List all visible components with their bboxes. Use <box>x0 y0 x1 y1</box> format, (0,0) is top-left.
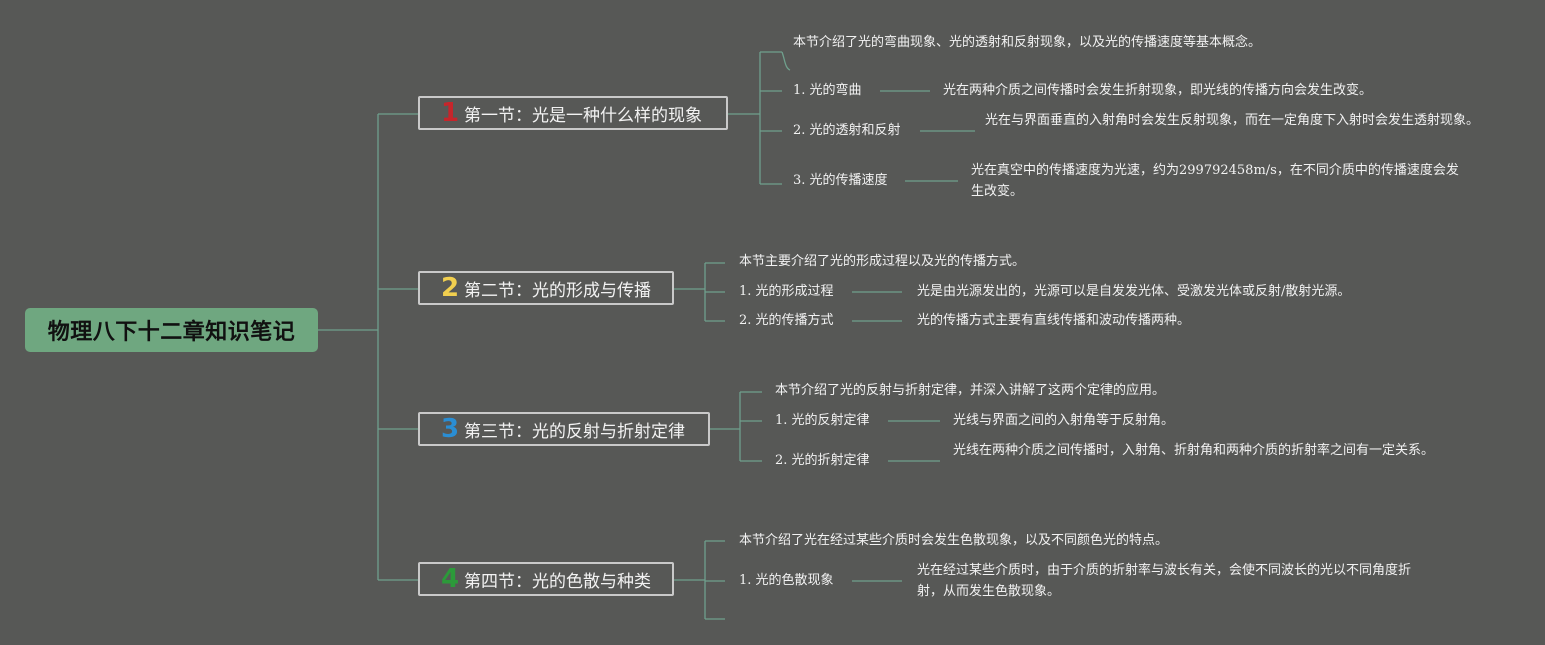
topic-text-1-3: 光在真空中的传播速度为光速，约为299792458m/s，在不同介质中的传播速度… <box>971 163 1459 199</box>
root-title: 物理八下十二章知识笔记 <box>47 320 296 345</box>
root-node[interactable]: 物理八下十二章知识笔记 <box>25 308 318 352</box>
section-node-1[interactable]: 1 第一节：光是一种什么样的现象 <box>418 96 728 130</box>
topic-text-3-2: 光线在两种介质之间传播时，入射角、折射角和两种介质的折射率之间有一定关系。 <box>953 443 1435 458</box>
section-title-4: 第四节：光的色散与种类 <box>464 571 651 592</box>
section-title-1: 第一节：光是一种什么样的现象 <box>464 105 702 126</box>
section-node-2[interactable]: 2 第二节：光的形成与传播 <box>418 271 674 305</box>
section-node-3[interactable]: 3 第三节：光的反射与折射定律 <box>418 412 710 446</box>
section-title-3: 第三节：光的反射与折射定律 <box>464 421 685 442</box>
section-node-4[interactable]: 4 第四节：光的色散与种类 <box>418 562 674 596</box>
topic-label-3-1[interactable]: 1. 光的反射定律 <box>775 413 870 428</box>
topic-text-1-2: 光在与界面垂直的入射角时会发生反射现象，而在一定角度下入射时会发生透射现象。 <box>985 113 1480 128</box>
topic-label-2-1[interactable]: 1. 光的形成过程 <box>739 284 834 299</box>
section-summary-3: 本节介绍了光的反射与折射定律，并深入讲解了这两个定律的应用。 <box>775 383 1166 398</box>
section-summary-1: 本节介绍了光的弯曲现象、光的透射和反射现象，以及光的传播速度等基本概念。 <box>793 35 1262 50</box>
section-number-4: 4 <box>440 564 460 594</box>
section-number-1: 1 <box>440 98 460 128</box>
topic-label-1-3[interactable]: 3. 光的传播速度 <box>793 173 888 188</box>
topic-label-4-1[interactable]: 1. 光的色散现象 <box>739 573 834 588</box>
topic-label-1-2[interactable]: 2. 光的透射和反射 <box>793 123 901 138</box>
topic-label-3-2[interactable]: 2. 光的折射定律 <box>775 453 870 468</box>
topic-label-2-2[interactable]: 2. 光的传播方式 <box>739 313 834 328</box>
section-summary-4: 本节介绍了光在经过某些介质时会发生色散现象，以及不同颜色光的特点。 <box>739 533 1169 548</box>
topic-text-1-1: 光在两种介质之间传播时会发生折射现象，即光线的传播方向会发生改变。 <box>943 83 1373 98</box>
section-number-3: 3 <box>440 414 460 444</box>
topic-label-1-1[interactable]: 1. 光的弯曲 <box>793 83 862 98</box>
section-summary-2: 本节主要介绍了光的形成过程以及光的传播方式。 <box>739 254 1026 269</box>
section-number-2: 2 <box>440 273 460 303</box>
topic-text-2-2: 光的传播方式主要有直线传播和波动传播两种。 <box>917 313 1191 328</box>
section-title-2: 第二节：光的形成与传播 <box>464 280 651 301</box>
topic-text-3-1: 光线与界面之间的入射角等于反射角。 <box>953 413 1175 428</box>
topic-text-4-1: 光在经过某些介质时，由于介质的折射率与波长有关，会使不同波长的光以不同角度折射，… <box>917 563 1412 599</box>
topic-text-2-1: 光是由光源发出的，光源可以是自发发光体、受激发光体或反射/散射光源。 <box>917 284 1351 299</box>
